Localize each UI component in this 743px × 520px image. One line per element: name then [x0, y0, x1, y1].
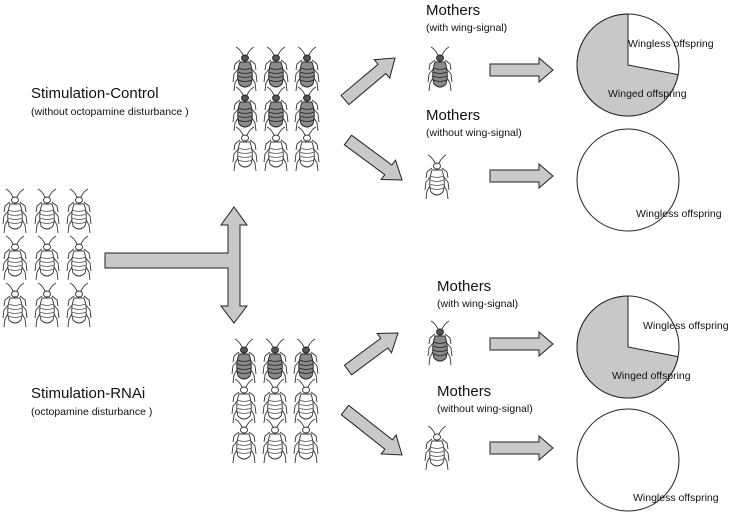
mother-subtitle: (with wing-signal) [437, 298, 519, 310]
group-title-control: Stimulation-Control [31, 85, 159, 102]
aphid-icon [293, 418, 319, 464]
pie-chart-rnai-wingless [576, 408, 680, 512]
aphid-icon [262, 418, 288, 464]
aphid-icon [263, 126, 289, 172]
aphid-icon [263, 86, 289, 132]
aphid-icon [424, 154, 450, 200]
aphid-icon [427, 46, 453, 92]
aphid-icon [424, 425, 450, 471]
aphid-icon [34, 188, 60, 234]
aphid-icon [231, 338, 257, 384]
pie-slice-wingless [576, 408, 680, 512]
aphid-icon [34, 235, 60, 281]
pie-label-winged: Winged offspring [612, 370, 691, 382]
branch-arrow [104, 206, 249, 324]
aphid-icon [2, 235, 28, 281]
mother-subtitle: (with wing-signal) [426, 22, 508, 34]
aphid-cluster-control [232, 46, 320, 172]
aphid-icon [293, 378, 319, 424]
pie-label-wingless: Wingless offspring [628, 38, 714, 50]
arrow-to-pie-1 [489, 56, 554, 84]
arrow-to-winged-mother-rnai [343, 332, 399, 376]
arrow-to-winged-mother-control [340, 57, 396, 106]
pie-chart-rnai-winged [576, 295, 680, 399]
pie-label-wingless: Wingless offspring [633, 492, 719, 504]
pie-chart-control-winged [576, 13, 680, 117]
pie-slice-wingless [576, 128, 680, 232]
pie-label-wingless: Wingless offspring [643, 320, 729, 332]
aphid-icon [34, 282, 60, 328]
aphid-icon [262, 378, 288, 424]
aphid-cluster-rnai [231, 338, 319, 464]
mother-subtitle: (without wing-signal) [426, 127, 522, 139]
aphid-icon [294, 46, 320, 92]
aphid-icon [66, 188, 92, 234]
aphid-icon [66, 282, 92, 328]
mother-title: Mothers [437, 278, 492, 295]
pie-label-wingless: Wingless offspring [636, 208, 722, 220]
arrow-to-wingless-mother-control [343, 134, 403, 181]
arrow-to-wingless-mother-rnai [340, 404, 403, 456]
group-subtitle-rnai: (octopamine disturbance ) [31, 406, 153, 418]
mother-title: Mothers [426, 2, 481, 19]
aphid-icon [2, 282, 28, 328]
aphid-icon [231, 418, 257, 464]
aphid-icon [232, 86, 258, 132]
aphid-icon [66, 235, 92, 281]
arrow-to-pie-3 [489, 330, 554, 358]
aphid-icon [293, 338, 319, 384]
aphid-icon [2, 188, 28, 234]
mother-title: Mothers [426, 107, 481, 124]
aphid-icon [232, 46, 258, 92]
group-title-rnai: Stimulation-RNAi [31, 385, 146, 402]
aphid-icon [263, 46, 289, 92]
pie-chart-control-wingless [576, 128, 680, 232]
aphid-icon [427, 320, 453, 366]
pie-slice-winged [576, 13, 679, 117]
aphid-cluster-start [2, 188, 92, 328]
mother-subtitle: (without wing-signal) [437, 403, 533, 415]
aphid-icon [294, 126, 320, 172]
pie-slice-winged [576, 295, 679, 399]
aphid-icon [294, 86, 320, 132]
aphid-icon [262, 338, 288, 384]
group-subtitle-control: (without octopamine disturbance ) [31, 106, 189, 118]
arrow-to-pie-2 [489, 162, 554, 190]
aphid-icon [232, 126, 258, 172]
arrow-to-pie-4 [489, 434, 554, 462]
mother-title: Mothers [437, 383, 492, 400]
pie-label-winged: Winged offspring [608, 88, 687, 100]
aphid-icon [231, 378, 257, 424]
